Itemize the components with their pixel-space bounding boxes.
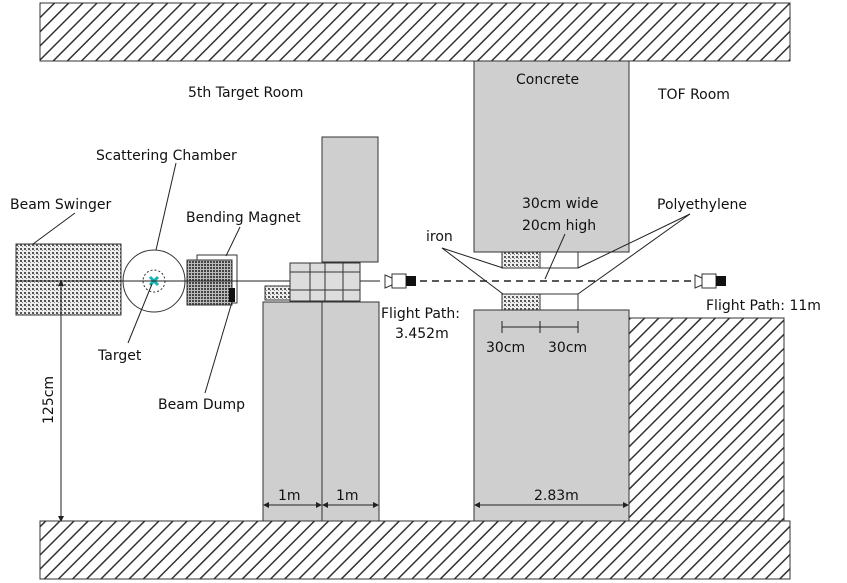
scattering-chamber-label: Scattering Chamber	[96, 148, 237, 164]
poly-leader-lower	[577, 213, 691, 295]
beam-swinger-leader	[32, 212, 76, 245]
polyethylene-label: Polyethylene	[657, 197, 747, 213]
poly-lower-piece	[539, 293, 579, 311]
near-detector	[384, 273, 416, 289]
bending-magnet	[186, 259, 233, 306]
iron-leader-lower	[441, 247, 504, 295]
far-detector	[694, 273, 726, 289]
height-dimension-label: 125cm	[41, 376, 57, 424]
wall-block-left	[262, 301, 323, 522]
target-label: Target	[97, 348, 142, 364]
iron-lower-piece	[501, 293, 541, 311]
top-hatched-wall	[39, 2, 791, 62]
wall-upper-block	[321, 136, 379, 263]
iron-label: iron	[426, 229, 453, 245]
shield-width-label: 30cm wide	[522, 196, 598, 212]
collimator-stack	[289, 262, 361, 302]
beam-dump-leader	[204, 301, 233, 394]
bending-magnet-label: Bending Magnet	[186, 210, 301, 226]
poly-upper-piece	[539, 251, 579, 269]
concrete-lower-block	[473, 309, 630, 522]
iron-width-label: 30cm	[486, 340, 525, 356]
bending-magnet-leader	[225, 226, 241, 257]
wall3-dimension-label: 2.83m	[534, 488, 579, 504]
wall2-dimension-label: 1m	[336, 488, 359, 504]
concrete-label: Concrete	[516, 72, 579, 88]
bottom-hatched-wall	[39, 520, 791, 580]
concrete-upper-block	[473, 60, 630, 253]
beam-dump	[229, 288, 235, 302]
shield-height-label: 20cm high	[522, 218, 596, 234]
beam-swinger-label: Beam Swinger	[10, 197, 111, 213]
beam-dump-label: Beam Dump	[158, 397, 245, 413]
beam-swinger	[15, 243, 122, 316]
poly-width-label: 30cm	[548, 340, 587, 356]
target-room-label: 5th Target Room	[188, 85, 303, 101]
chamber-leader	[155, 162, 177, 251]
target-leader	[127, 283, 153, 344]
iron-upper-piece	[501, 251, 541, 269]
wall1-dimension-label: 1m	[278, 488, 301, 504]
wall-block-right	[321, 301, 380, 522]
wall-small-iron	[264, 285, 291, 301]
near-flight-path-value: 3.452m	[395, 326, 449, 342]
iron-leader-upper	[441, 247, 504, 269]
far-flight-path-label: Flight Path: 11m	[706, 298, 821, 314]
poly-leader-upper	[577, 213, 691, 269]
right-hatched-wall	[628, 317, 785, 522]
near-flight-path-label: Flight Path:	[381, 306, 460, 322]
tof-room-label: TOF Room	[657, 87, 730, 103]
shield-size-leader	[544, 233, 566, 280]
